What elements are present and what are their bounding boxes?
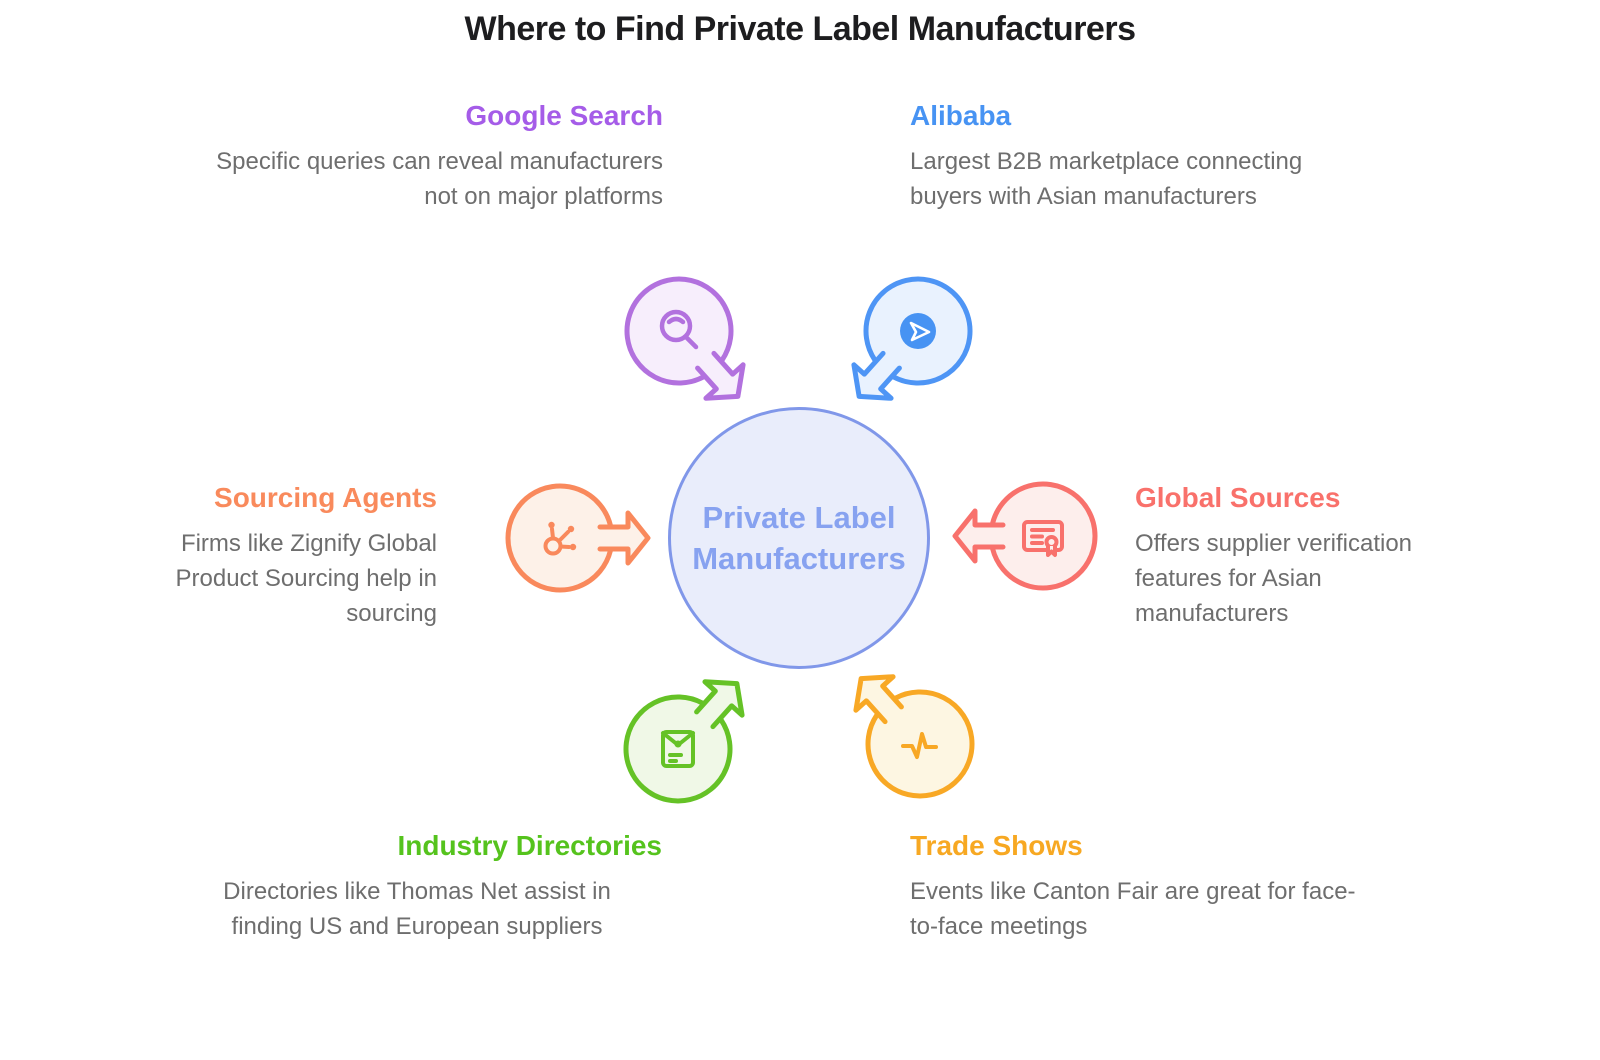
arrow-bubble-shape (623, 679, 745, 804)
sourcing-agents-description: Firms like Zignify Global Product Sourci… (175, 530, 438, 627)
industry-directories-heading: Industry Directories (397, 830, 662, 861)
global-sources-heading: Global Sources (1135, 482, 1341, 513)
trade-shows-heading: Trade Shows (910, 830, 1083, 861)
global-sources-block: Global Sources Offers supplier verificat… (1135, 482, 1555, 631)
sourcing-agents-heading: Sourcing Agents (214, 482, 437, 513)
trade-shows-bubble (853, 674, 975, 799)
global-sources-description: Offers supplier verification features fo… (1135, 530, 1413, 627)
hub-icon (543, 521, 577, 556)
arrow-bubble-shape (624, 276, 746, 401)
arrow-bubble-shape (853, 674, 975, 799)
search-icon (659, 309, 699, 350)
industry-directories-bubble (623, 679, 745, 804)
arrow-bubble-shape (505, 483, 651, 593)
central-node-label: Private Label (702, 500, 896, 535)
google-search-block: Google Search Specific queries can revea… (63, 100, 663, 214)
alibaba-bubble (851, 276, 973, 401)
trade-shows-block: Trade Shows Events like Canton Fair are … (910, 830, 1470, 944)
central-node: Private Label Manufacturers (668, 407, 930, 669)
certificate-icon (1022, 520, 1064, 557)
central-node-label-2: Manufacturers (692, 541, 906, 576)
industry-directories-description: Directories like Thomas Net assist in fi… (223, 878, 611, 940)
alibaba-heading: Alibaba (910, 100, 1012, 131)
pulse-icon (901, 732, 938, 759)
send-icon (900, 313, 936, 349)
sourcing-agents-bubble (505, 483, 651, 593)
alibaba-description: Largest B2B marketplace connecting buyer… (910, 148, 1303, 210)
sourcing-agents-block: Sourcing Agents Firms like Zignify Globa… (37, 482, 438, 631)
page-title: Where to Find Private Label Manufacturer… (464, 10, 1136, 48)
google-search-bubble (624, 276, 746, 401)
alibaba-block: Alibaba Largest B2B marketplace connecti… (910, 100, 1470, 214)
mail-icon (661, 730, 695, 768)
industry-directories-block: Industry Directories Directories like Th… (172, 830, 662, 944)
trade-shows-description: Events like Canton Fair are great for fa… (910, 878, 1356, 940)
google-search-heading: Google Search (465, 100, 663, 131)
google-search-description: Specific queries can reveal manufacturer… (216, 148, 663, 210)
global-sources-bubble (952, 481, 1098, 591)
